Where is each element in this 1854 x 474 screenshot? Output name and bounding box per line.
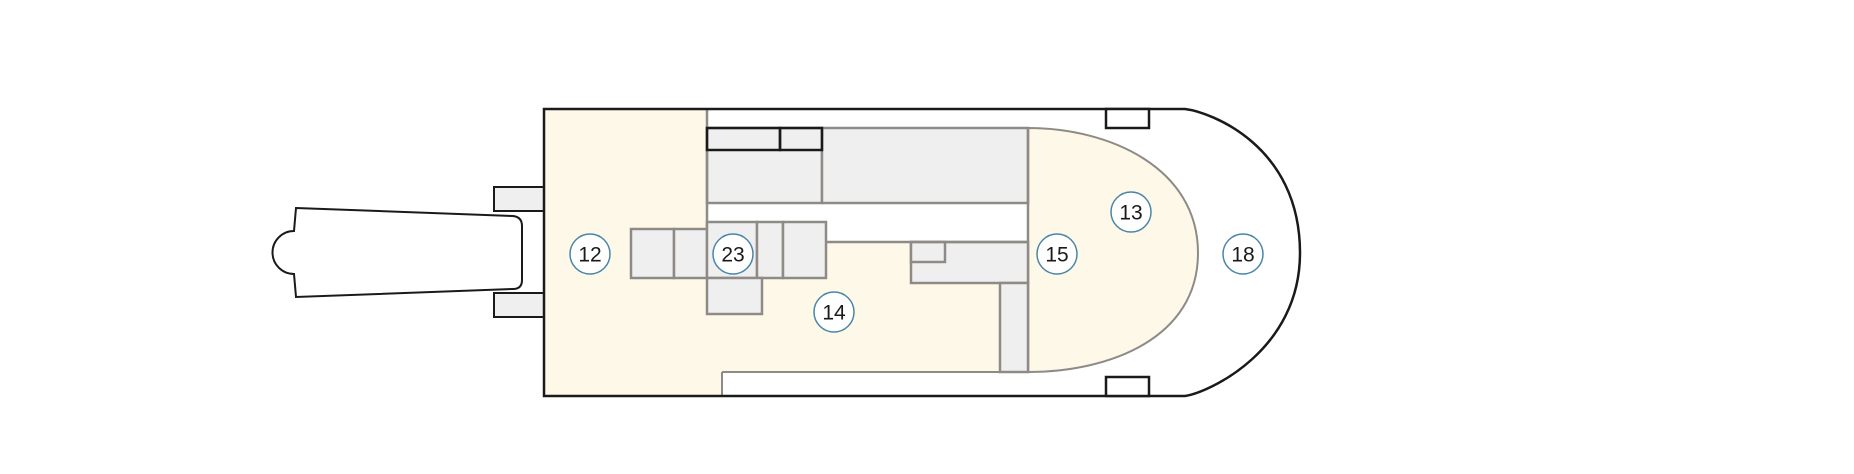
room [781, 220, 828, 280]
stern-platform-bottom [493, 292, 545, 318]
room [705, 276, 764, 316]
room [820, 126, 1030, 205]
locker [778, 126, 824, 152]
hull-outline [542, 107, 1302, 398]
marker-label: 23 [721, 244, 744, 267]
gangway [271, 206, 523, 299]
marker-label: 15 [1045, 244, 1068, 267]
stern-platform-top [493, 186, 545, 212]
room [998, 281, 1030, 374]
marker-13[interactable]: 13 [1110, 191, 1152, 233]
room [672, 227, 709, 280]
marker-23[interactable]: 23 [712, 233, 754, 275]
public-area-forward-lounge [1027, 126, 1200, 374]
lockers [705, 126, 824, 152]
marker-label: 12 [578, 244, 601, 267]
room [705, 126, 824, 205]
marker-label: 14 [822, 302, 846, 325]
marker-12[interactable]: 12 [569, 233, 611, 275]
room [755, 220, 785, 280]
room [909, 240, 947, 264]
rooms [629, 109, 1030, 374]
lifeboat-bottom [1104, 375, 1151, 398]
marker-label: 18 [1231, 244, 1254, 267]
marker-18[interactable]: 18 [1222, 233, 1264, 275]
marker-15[interactable]: 15 [1036, 233, 1078, 275]
lifeboat-top [1104, 107, 1151, 130]
room [629, 227, 676, 280]
public-area-edge [721, 371, 1000, 396]
marker-14[interactable]: 14 [813, 291, 855, 333]
marker-label: 13 [1119, 202, 1142, 225]
